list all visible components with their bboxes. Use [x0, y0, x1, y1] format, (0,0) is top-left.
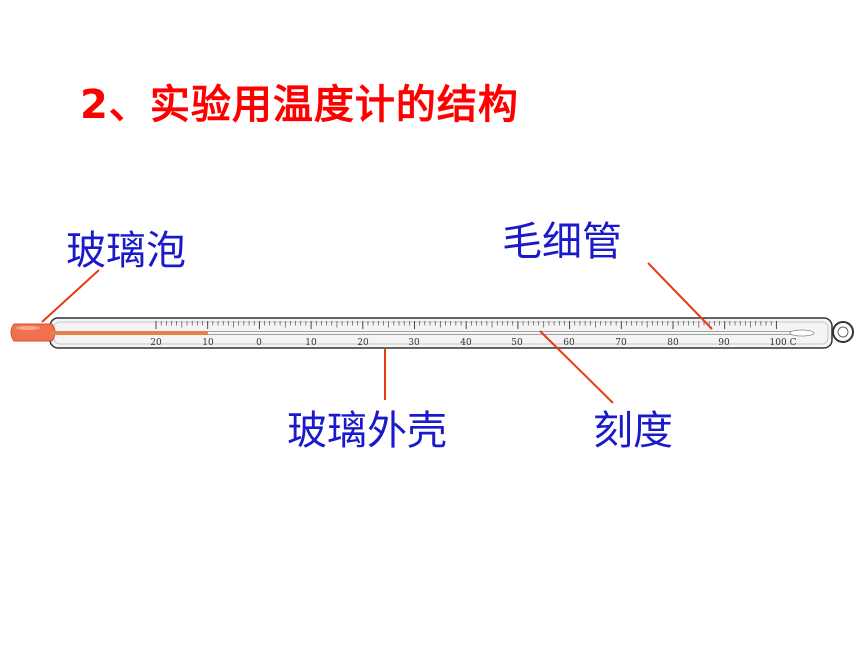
tick-label: 10 — [202, 338, 214, 348]
tick-label: 90 — [718, 338, 730, 348]
tick-label: 100 C — [770, 338, 797, 348]
tick-label: 40 — [460, 338, 472, 348]
tick-label: 30 — [408, 338, 420, 348]
tick-label: 60 — [563, 338, 575, 348]
tick-label: 0 — [256, 338, 262, 348]
leader-line-scale — [539, 330, 614, 404]
liquid-column — [50, 331, 208, 335]
capillary-end — [789, 329, 815, 337]
label-scale: 刻度 — [593, 408, 673, 454]
tick-label: 70 — [615, 338, 627, 348]
tick-label: 10 — [305, 338, 317, 348]
label-capillary: 毛细管 — [502, 219, 622, 265]
label-bulb: 玻璃泡 — [66, 228, 186, 274]
label-glass-shell: 玻璃外壳 — [287, 408, 447, 454]
leader-line-bulb — [41, 269, 100, 323]
leader-line-capillary — [647, 262, 713, 330]
hanging-ring-hole — [837, 326, 849, 338]
tick-label: 20 — [357, 338, 369, 348]
glass-bulb-highlight — [16, 326, 40, 330]
tick-label: 80 — [667, 338, 679, 348]
tick-label: 20 — [150, 338, 162, 348]
page-title: 2、实验用温度计的结构 — [80, 82, 519, 128]
scale-labels: 20 10 0 10 20 30 40 50 60 70 80 90 100 C — [150, 338, 796, 348]
scale-ticks — [155, 321, 777, 329]
tick-label: 50 — [511, 338, 523, 348]
